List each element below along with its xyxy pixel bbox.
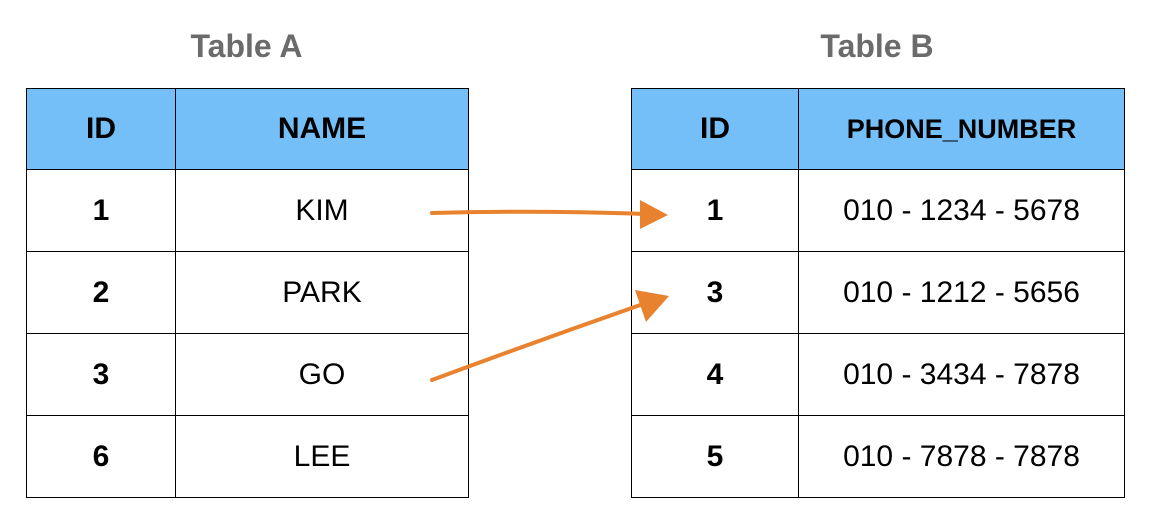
table-a-name-cell: KIM bbox=[175, 169, 469, 252]
table-b-phone-cell: 010 - 1234 - 5678 bbox=[798, 169, 1125, 252]
table-a-name-cell: LEE bbox=[175, 415, 469, 498]
table-b: ID PHONE_NUMBER 1 010 - 1234 - 5678 3 01… bbox=[631, 88, 1125, 498]
table-b-phone-cell: 010 - 1212 - 5656 bbox=[798, 251, 1125, 334]
table-b-header-id: ID bbox=[631, 88, 799, 170]
table-a-id-cell: 6 bbox=[26, 415, 176, 498]
table-a-name-cell: GO bbox=[175, 333, 469, 416]
table-a: ID NAME 1 KIM 2 PARK 3 GO 6 LEE bbox=[26, 88, 469, 498]
table-a-row: 2 PARK bbox=[26, 251, 469, 334]
table-a-id-cell: 1 bbox=[26, 169, 176, 252]
table-a-header-id: ID bbox=[26, 88, 176, 170]
table-a-row: 6 LEE bbox=[26, 415, 469, 498]
table-a-id-cell: 2 bbox=[26, 251, 176, 334]
table-b-row: 5 010 - 7878 - 7878 bbox=[631, 415, 1125, 498]
table-b-id-cell: 1 bbox=[631, 169, 799, 252]
table-b-id-cell: 5 bbox=[631, 415, 799, 498]
table-b-row: 4 010 - 3434 - 7878 bbox=[631, 333, 1125, 416]
table-b-id-cell: 4 bbox=[631, 333, 799, 416]
table-b-header-row: ID PHONE_NUMBER bbox=[631, 88, 1125, 170]
table-a-name-cell: PARK bbox=[175, 251, 469, 334]
table-b-title: Table B bbox=[820, 28, 934, 64]
table-a-header-name: NAME bbox=[175, 88, 469, 170]
table-b-phone-cell: 010 - 7878 - 7878 bbox=[798, 415, 1125, 498]
table-b-row: 3 010 - 1212 - 5656 bbox=[631, 251, 1125, 334]
table-a-title: Table A bbox=[190, 28, 303, 64]
table-a-header-row: ID NAME bbox=[26, 88, 469, 170]
table-b-id-cell: 3 bbox=[631, 251, 799, 334]
table-a-row: 3 GO bbox=[26, 333, 469, 416]
table-a-row: 1 KIM bbox=[26, 169, 469, 252]
table-b-header-phone-number: PHONE_NUMBER bbox=[798, 88, 1125, 170]
table-a-id-cell: 3 bbox=[26, 333, 176, 416]
table-b-row: 1 010 - 1234 - 5678 bbox=[631, 169, 1125, 252]
table-b-phone-cell: 010 - 3434 - 7878 bbox=[798, 333, 1125, 416]
